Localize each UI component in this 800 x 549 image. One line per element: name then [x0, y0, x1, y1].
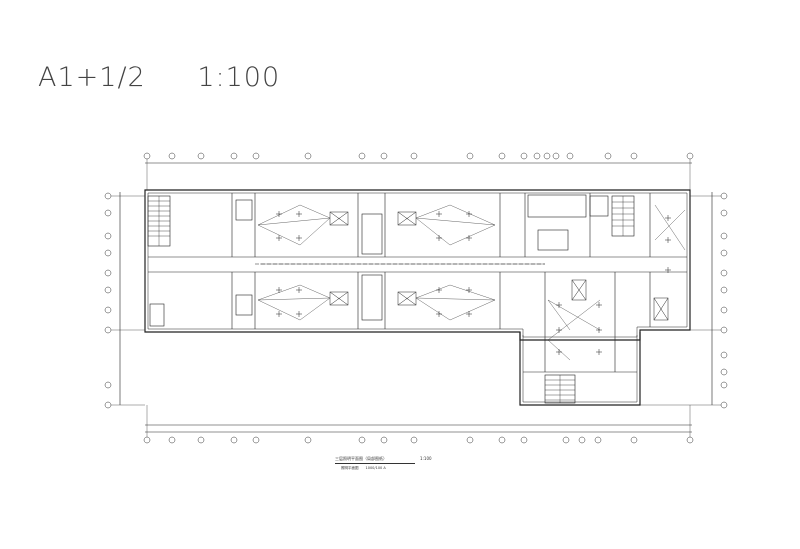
- plan-title-scale: 1:100: [420, 456, 432, 461]
- drawing-header: A1+1/2 1:100: [38, 62, 280, 93]
- title-underline: [335, 463, 415, 464]
- scale-label: 1:100: [197, 62, 281, 93]
- plan-title: 三层照明平面图（局部图纸）: [335, 456, 387, 461]
- plan-title-block: 三层照明平面图（局部图纸） 1:100 照明平面图 1000/100 A: [335, 456, 432, 471]
- sheet-size-label: A1+1/2: [38, 62, 146, 93]
- plan-subtitle: 照明平面图 1000/100 A: [341, 466, 386, 470]
